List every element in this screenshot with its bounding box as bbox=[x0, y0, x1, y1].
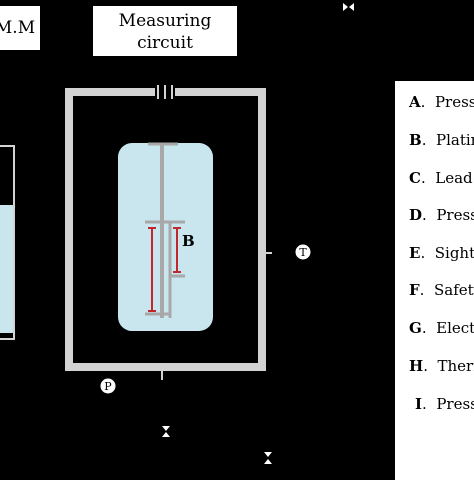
legend-item-d: D. Pressu bbox=[409, 206, 474, 224]
top-feedthrough bbox=[155, 85, 175, 99]
measuring-circuit-box: Measuring circuit bbox=[93, 6, 237, 56]
legend-item-a: A. Pressu bbox=[409, 93, 474, 111]
legend-item-g: G. Electr bbox=[409, 319, 474, 337]
mm-label: M.M bbox=[0, 18, 36, 38]
legend-item-b: B. Platinu bbox=[409, 131, 474, 149]
platinum-wires bbox=[148, 227, 181, 312]
vessel-label: B bbox=[182, 232, 195, 250]
valve-icon bbox=[264, 452, 272, 464]
legend-item-h: H. Therm bbox=[409, 357, 474, 375]
temperature-sensor-label: T bbox=[299, 246, 307, 259]
mm-box: M.M bbox=[0, 6, 40, 50]
vessel bbox=[118, 143, 213, 331]
measuring-circuit-line1: Measuring bbox=[118, 11, 212, 31]
left-tube bbox=[0, 145, 15, 340]
rod-assembly bbox=[145, 142, 185, 318]
legend-item-c: C. Lead w bbox=[409, 169, 474, 187]
legend-item-i: I. Pressu bbox=[415, 395, 474, 413]
valve-icon bbox=[162, 426, 170, 437]
valve-icon bbox=[343, 3, 354, 11]
pressure-gauge-icon bbox=[99, 377, 117, 395]
legend-item-f: F. Safety bbox=[409, 281, 474, 299]
legend-panel: A. Pressu B. Platinu C. Lead w D. Pressu… bbox=[395, 81, 474, 480]
legend-item-e: E. Sight g bbox=[409, 244, 474, 262]
pressure-sensor-label: P bbox=[104, 380, 112, 393]
measuring-circuit-line2: circuit bbox=[137, 33, 193, 53]
thermometer-icon bbox=[294, 243, 312, 261]
